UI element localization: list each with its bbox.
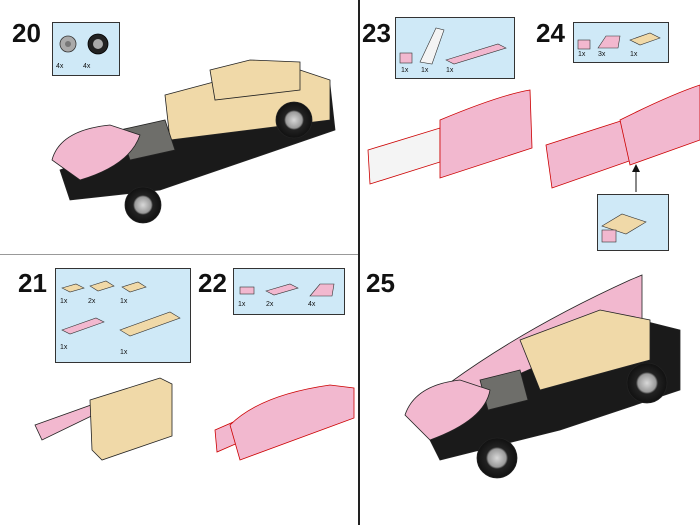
part-qty: 4x xyxy=(56,63,64,70)
assembly-step-23 xyxy=(367,89,533,185)
assembly-step-24 xyxy=(545,84,700,192)
part-qty: 2x xyxy=(88,298,96,305)
step-number-21: 21 xyxy=(18,268,47,298)
assembly-step-21 xyxy=(34,377,173,461)
step-number-25: 25 xyxy=(366,268,395,298)
part-qty: 4x xyxy=(83,63,91,70)
part-qty: 3x xyxy=(598,51,606,58)
parts-art-step-21 xyxy=(61,280,181,337)
car-assembly-step-20 xyxy=(51,59,336,224)
part-qty: 1x xyxy=(120,298,128,305)
car-assembly-step-25 xyxy=(404,274,681,479)
step-number-20: 20 xyxy=(12,18,41,48)
part-qty: 1x xyxy=(630,51,638,58)
part-qty: 1x xyxy=(60,298,68,305)
step-number-24: 24 xyxy=(536,18,565,48)
part-qty: 1x xyxy=(401,67,409,74)
parts-art-step-23 xyxy=(399,27,507,65)
part-qty: 1x xyxy=(60,344,68,351)
assembly-step-22 xyxy=(214,384,355,461)
part-qty: 1x xyxy=(238,301,246,308)
page-divider-horizontal xyxy=(0,254,358,255)
part-qty: 2x xyxy=(266,301,274,308)
step-number-23: 23 xyxy=(362,18,391,48)
part-qty: 1x xyxy=(578,51,586,58)
parts-art-step-20 xyxy=(59,33,109,55)
parts-art-step-24 xyxy=(577,32,661,243)
parts-art-step-22 xyxy=(239,283,335,297)
page-divider-vertical xyxy=(358,0,360,525)
part-qty: 1x xyxy=(446,67,454,74)
part-qty: 4x xyxy=(308,301,316,308)
parts-callout-step-20: 4x 4x xyxy=(52,22,120,76)
step-number-22: 22 xyxy=(198,268,227,298)
part-qty: 1x xyxy=(120,349,128,356)
part-qty: 1x xyxy=(421,67,429,74)
